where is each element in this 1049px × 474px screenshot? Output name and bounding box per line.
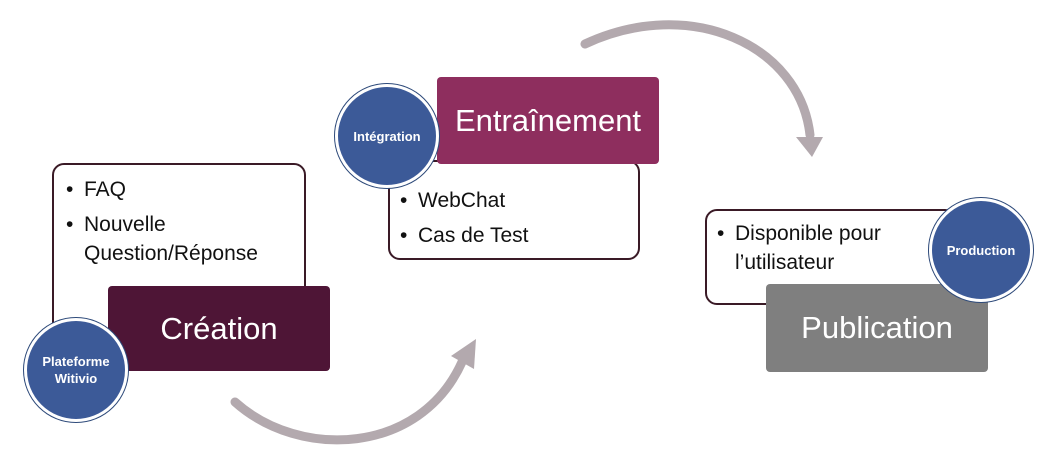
training-list: WebChat Cas de Test xyxy=(394,186,630,250)
training-item-test-cases: Cas de Test xyxy=(394,221,630,250)
publication-list: Disponible pour l’utilisateur xyxy=(711,219,905,277)
publication-badge: Production xyxy=(929,198,1033,302)
creation-list: FAQ Nouvelle Question/Réponse xyxy=(60,175,296,268)
publication-item-available: Disponible pour l’utilisateur xyxy=(711,219,905,277)
arrow-training-to-publication xyxy=(580,20,815,140)
creation-details-box: FAQ Nouvelle Question/Réponse xyxy=(52,163,306,335)
creation-item-faq: FAQ xyxy=(60,175,296,204)
training-badge: Intégration xyxy=(335,84,439,188)
arrow-head-1 xyxy=(451,339,476,369)
training-stage-label: Entraînement xyxy=(437,77,659,164)
creation-stage-label: Création xyxy=(108,286,330,371)
creation-badge: Plateforme Witivio xyxy=(24,318,128,422)
publication-stage-label: Publication xyxy=(766,284,988,372)
arrow-head-2 xyxy=(796,137,823,157)
creation-item-new-qa: Nouvelle Question/Réponse xyxy=(60,210,296,268)
training-item-webchat: WebChat xyxy=(394,186,630,215)
arrow-creation-to-training xyxy=(230,357,467,445)
training-details-box: WebChat Cas de Test xyxy=(388,160,640,260)
